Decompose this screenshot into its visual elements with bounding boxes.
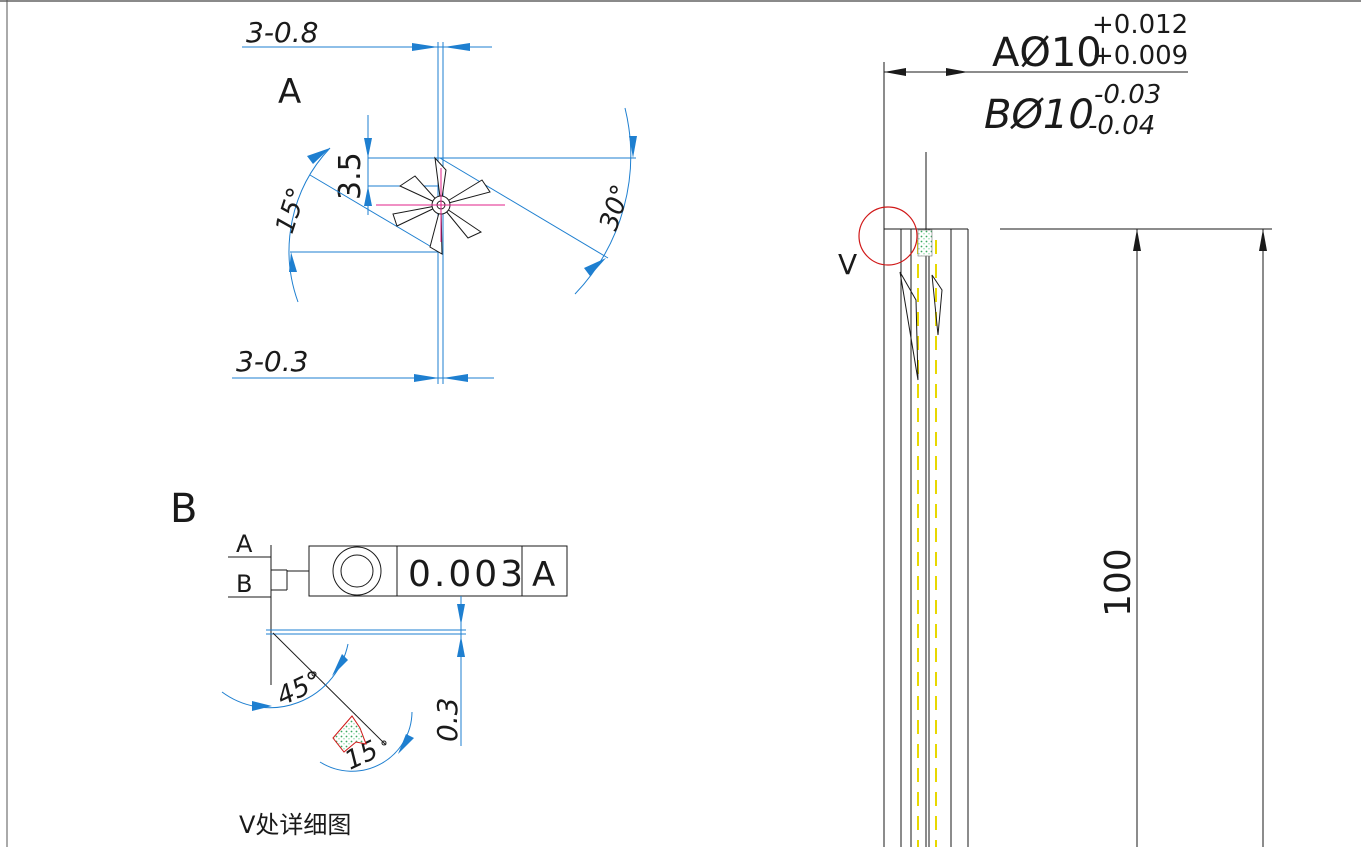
datum-a-label: A <box>236 530 253 558</box>
detail-v-marker: V <box>838 248 857 281</box>
angle-1-text: 45° <box>272 666 326 713</box>
angle-right-text: 30° <box>594 181 637 234</box>
dim-height-text: 3.5 <box>333 152 368 200</box>
view-b-group: B A B 0.003 A 0.3 <box>170 486 568 839</box>
detail-fill-region <box>332 715 367 753</box>
view-a-label: A <box>278 72 301 112</box>
tool-view-group: AØ10 +0.012 +0.009 BØ10 -0.03 -0.04 V <box>838 10 1272 847</box>
detail-v-circle <box>858 206 918 266</box>
tol-b-lower: -0.04 <box>1088 111 1155 141</box>
detail-caption: V处详细图 <box>239 811 351 839</box>
tol-b-label: BØ10 <box>984 92 1094 138</box>
length-text: 100 <box>1098 548 1139 617</box>
view-b-label: B <box>170 486 197 532</box>
frame-datum-text: A <box>532 555 555 595</box>
view-a-group: A 3-0.8 3-0.3 3.5 15° <box>232 16 637 384</box>
datum-b-label: B <box>236 570 252 598</box>
tol-a-label: AØ10 <box>992 30 1102 76</box>
frame-value-text: 0.003 <box>408 554 526 595</box>
tol-b-upper: -0.03 <box>1094 80 1161 110</box>
concentricity-icon <box>332 546 382 596</box>
angle-left-text: 15° <box>270 184 313 237</box>
dim-bottom-text: 3-0.3 <box>236 345 308 378</box>
dim-top-text: 3-0.8 <box>246 16 318 49</box>
tol-a-lower: +0.009 <box>1092 41 1188 71</box>
tol-a-upper: +0.012 <box>1092 10 1188 40</box>
dim-vertical-text: 0.3 <box>431 697 464 742</box>
